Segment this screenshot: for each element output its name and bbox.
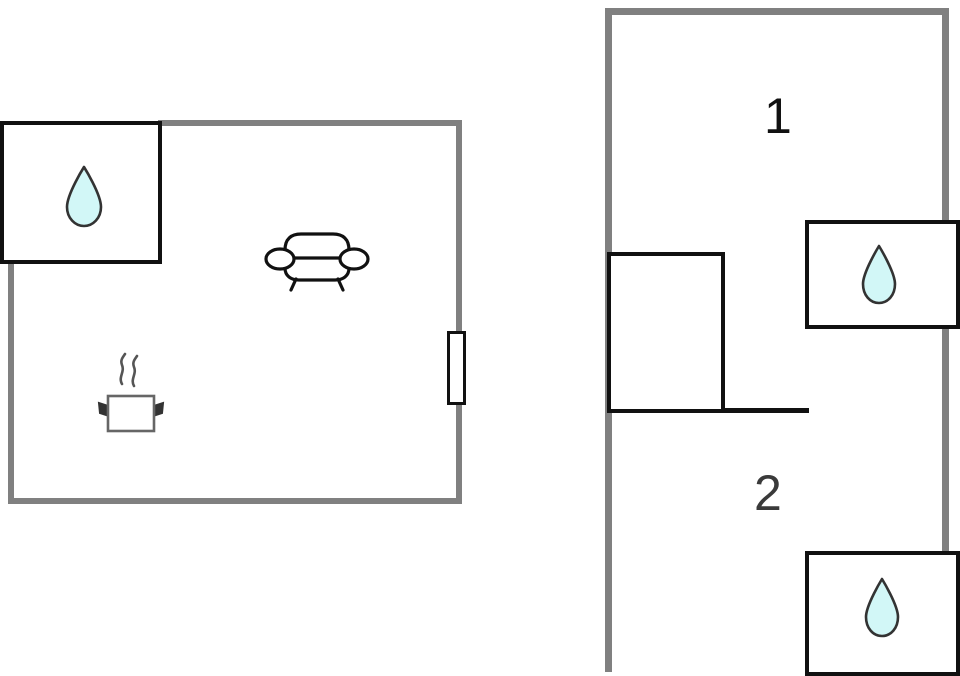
left-building-wall-right-lower: [456, 404, 462, 504]
utility-box[interactable]: [607, 252, 725, 413]
right-building-wall-right-middle: [942, 326, 949, 553]
sofa-icon: [264, 228, 370, 292]
door-window[interactable]: [447, 331, 466, 405]
left-building-wall-top: [158, 120, 462, 126]
right-building-wall-right-upper: [942, 8, 949, 222]
room-label-2: 2: [754, 465, 782, 521]
water-drop-icon: [62, 164, 106, 230]
cooking-pot-icon: [92, 348, 172, 438]
water-room-lower[interactable]: [805, 551, 960, 676]
left-building-wall-right-upper: [456, 120, 462, 332]
left-building-wall-left: [8, 261, 14, 504]
right-building-wall-top: [605, 8, 949, 15]
water-drop-icon: [858, 243, 900, 307]
left-building-wall-bottom: [8, 498, 462, 504]
water-drop-icon: [861, 576, 903, 640]
divider-wall-segment-upper: [719, 408, 809, 413]
room-label-1: 1: [764, 88, 792, 144]
